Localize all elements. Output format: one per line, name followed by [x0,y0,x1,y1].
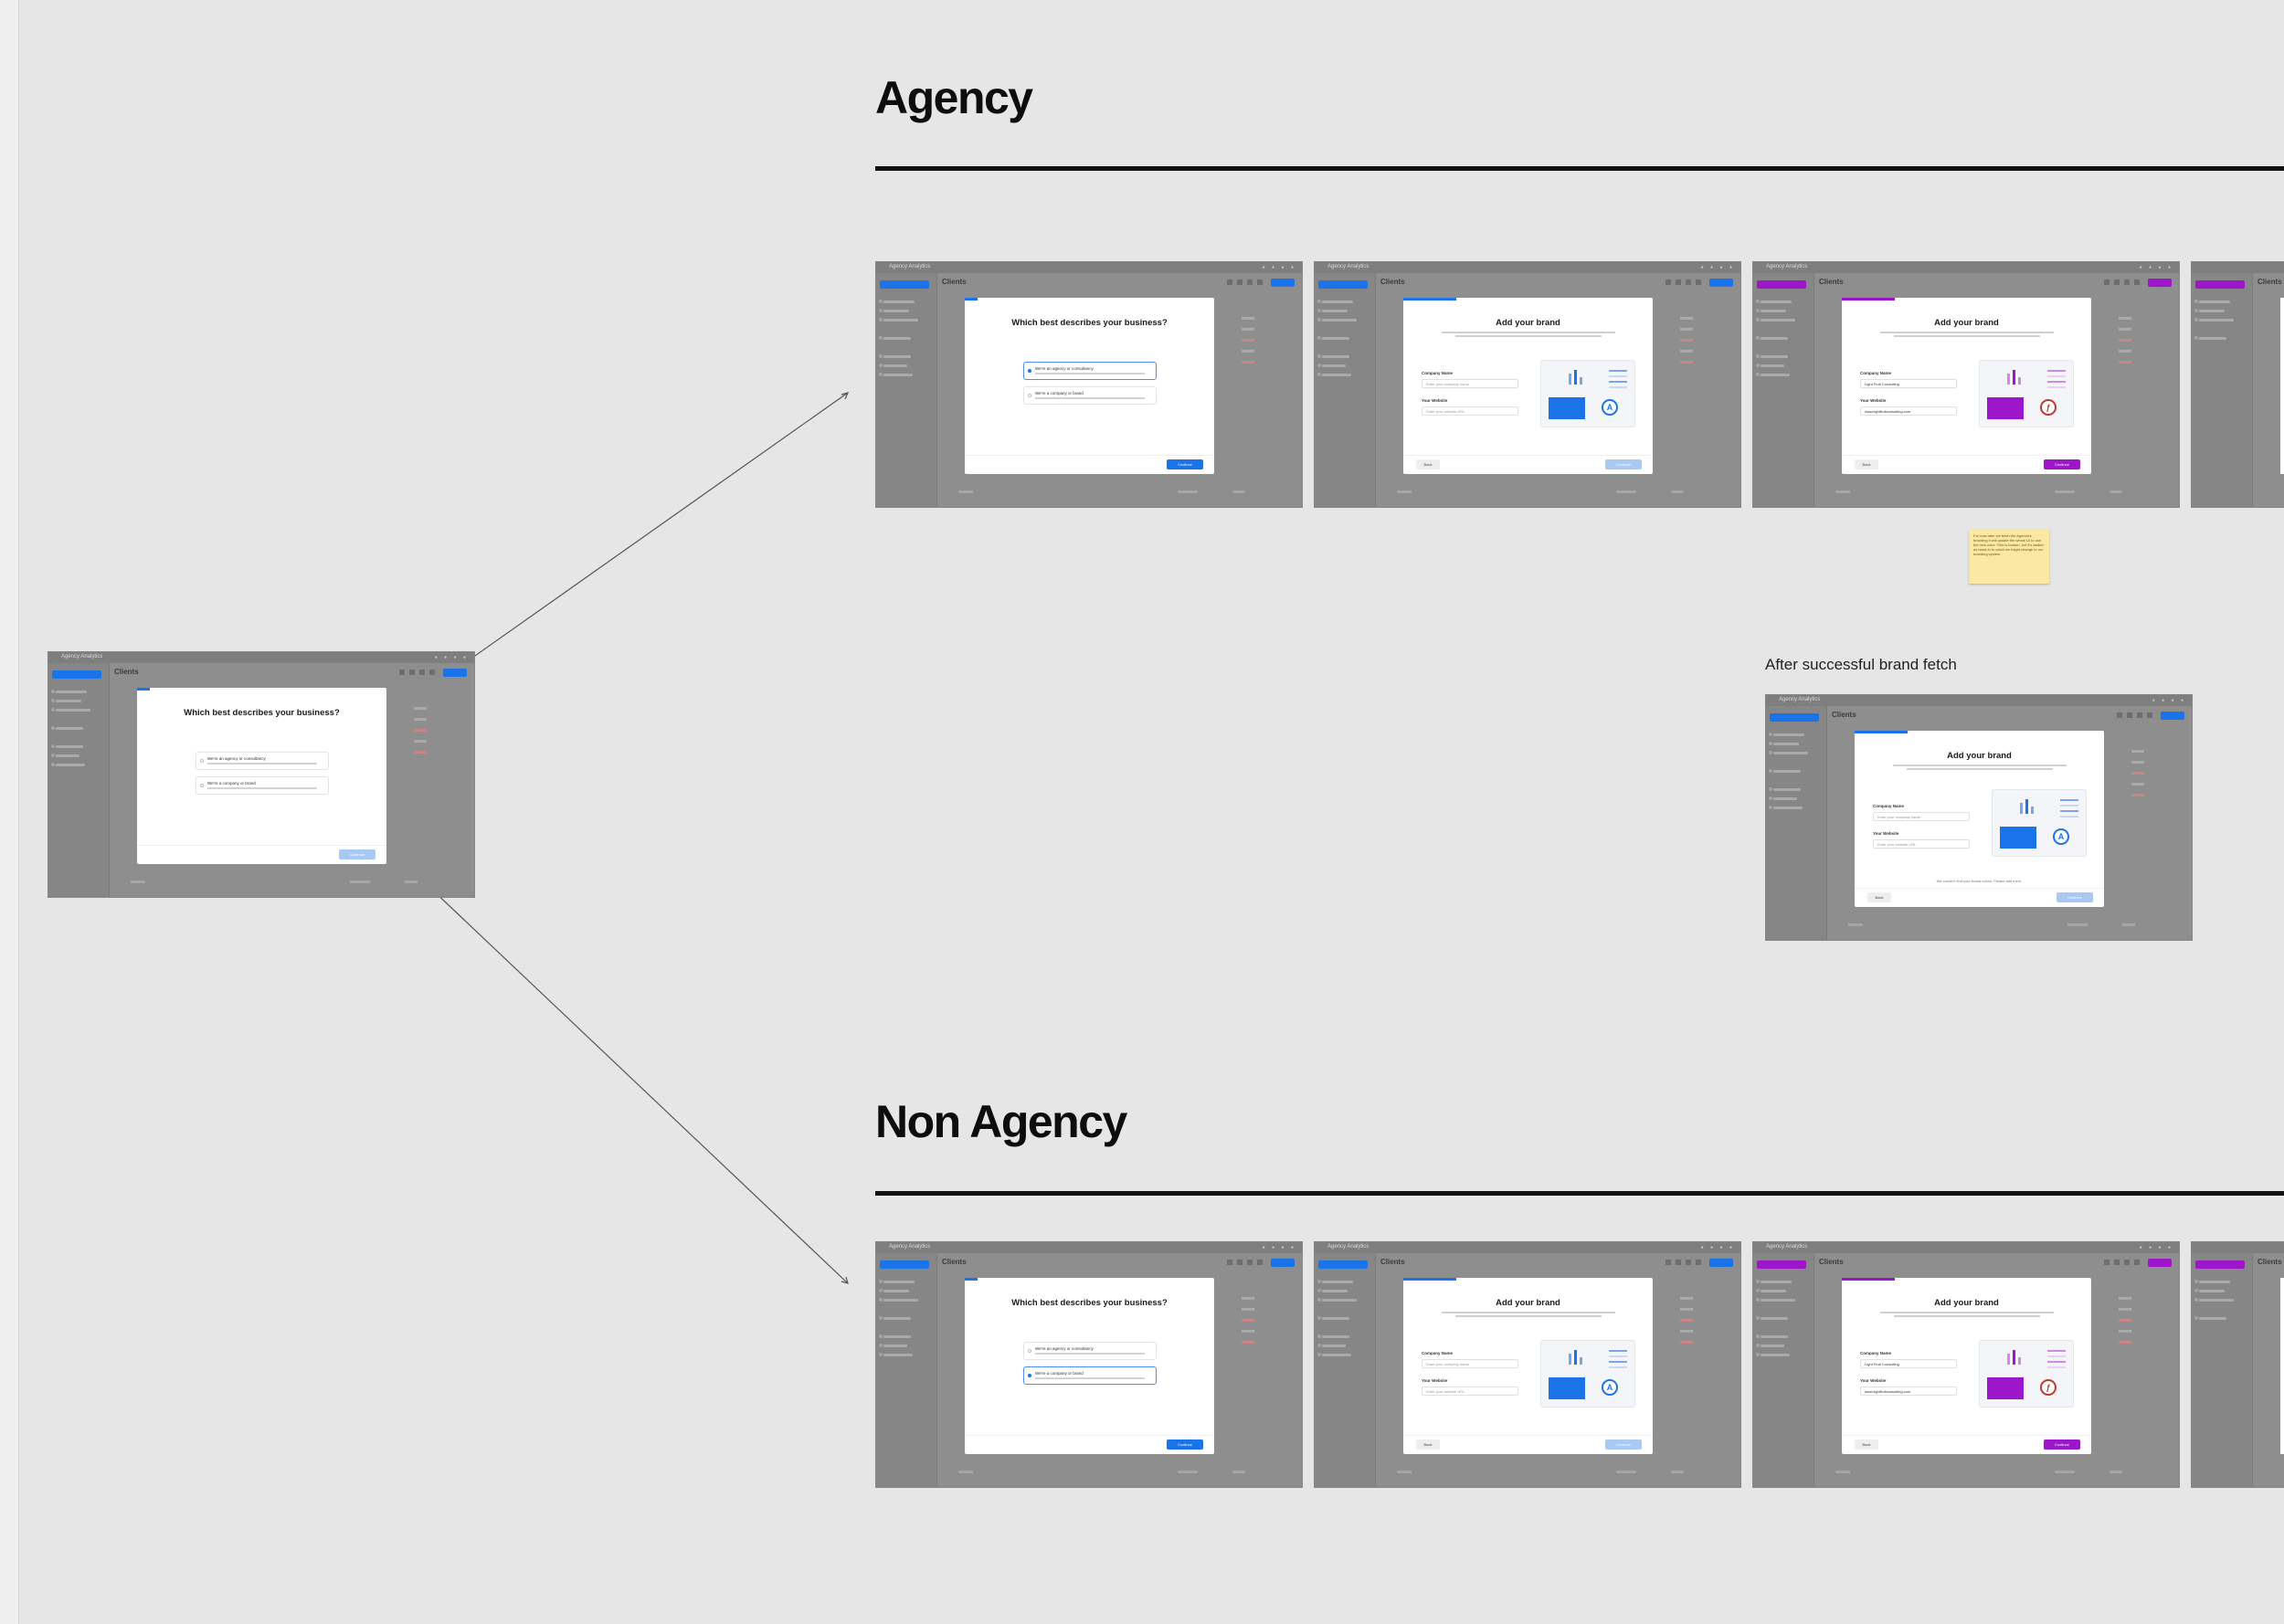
back-button[interactable]: Back [1416,1439,1440,1450]
back-button[interactable]: Back [1416,459,1440,469]
business-type-modal: Which best describes your business? We'r… [965,298,1214,474]
after-fetch-screen[interactable]: Agency Analytics● ● ● ● Clients Add your… [1765,694,2193,941]
company-name-input[interactable]: Light Fruit Consulting [1860,379,1957,388]
website-input[interactable]: Enter your website URL [1873,839,1970,849]
business-type-modal: Which best describes your business? We'r… [965,1278,1214,1454]
company-name-input[interactable]: Enter your company name [1422,379,1518,388]
website-input[interactable]: Enter your website URL [1422,406,1518,416]
non-agency-step1-screen[interactable]: Agency Analytics● ● ● ● Clients Which be… [875,1241,1303,1488]
non-agency-step4-screen[interactable]: Clients [2191,1241,2284,1488]
arrowhead-agency [841,392,850,400]
company-name-input[interactable]: Light Fruit Consulting [1860,1359,1957,1368]
top-action-button[interactable] [443,669,467,677]
option-agency[interactable]: We're an agency or consultancy [196,752,329,770]
company-name-input[interactable]: Enter your company name [1873,812,1970,821]
continue-button[interactable]: Continue [1167,459,1203,469]
option-business[interactable]: We're a company or brand [1023,1366,1157,1385]
sticky-note[interactable]: For now after we fetch the Agencies bran… [1969,530,2049,584]
agency-step3-screen[interactable]: Agency Analytics● ● ● ● Clients Add your… [1752,261,2180,508]
company-name-input[interactable]: Enter your company name [1422,1359,1518,1368]
toolbar-icons[interactable] [399,670,436,675]
brand-preview-illustration: A [1540,360,1635,427]
arrowhead-non-agency [841,1276,849,1284]
non-agency-step2-screen[interactable]: Agency Analytics● ● ● ● Clients Add your… [1314,1241,1741,1488]
website-input[interactable]: Enter your website URL [1422,1387,1518,1396]
website-input[interactable]: www.lightfruitconsulting.com [1860,406,1957,416]
window-title: Agency Analytics [61,654,103,659]
add-brand-modal: Add your brand Company Name Light Fruit … [1842,298,2091,474]
continue-button[interactable]: Continue [2044,459,2080,469]
continue-button[interactable]: Continue [1605,459,1642,469]
agency-section-rule [875,166,2284,171]
brand-preview-illustration: A [1992,789,2087,857]
brand-preview-illustration: ƒ [1979,1340,2074,1408]
window-titlebar: Agency Analytics● ● ● ● [48,652,474,663]
modal-title: Which best describes your business? [184,708,340,718]
brand-preview-illustration: A [1540,1340,1635,1408]
source-screen[interactable]: Agency Analytics● ● ● ● Clients Which be… [48,651,475,898]
back-button[interactable]: Back [1855,459,1878,469]
add-brand-modal: Add your brand Company Name Enter your c… [1403,298,1653,474]
after-fetch-caption: After successful brand fetch [1765,656,1957,673]
continue-button[interactable]: Continue [2044,1439,2080,1450]
non-agency-section-title: Non Agency [875,1096,1127,1147]
option-business[interactable]: We're a company or brand [196,776,329,795]
back-button[interactable]: Back [1867,892,1891,902]
continue-button[interactable]: Continue [1605,1439,1642,1450]
canvas-left-strip [0,0,19,1624]
business-type-modal: Which best describes your business? We'r… [137,688,386,864]
agency-step4-screen[interactable]: Clients [2191,261,2284,508]
sidebar [48,663,110,897]
option-agency[interactable]: We're an agency or consultancy [1023,362,1157,380]
continue-button[interactable]: Continue [1167,1439,1203,1450]
back-button[interactable]: Back [1855,1439,1878,1450]
sticky-note-text: For now after we fetch the Agencies bran… [1973,533,2044,556]
fetch-hint: We couldn't find your brand colors. Plea… [1936,879,2023,883]
agency-step1-screen[interactable]: Agency Analytics● ● ● ● Clients Which be… [875,261,1303,508]
option-agency[interactable]: We're an agency or consultancy [1023,1342,1157,1360]
add-brand-modal: Add your brand Company Name Enter your c… [1855,731,2104,907]
sidebar-primary-button[interactable] [52,670,101,679]
non-agency-section-rule [875,1191,2284,1196]
option-business[interactable]: We're a company or brand [1023,386,1157,405]
agency-section-title: Agency [875,72,1033,123]
continue-button[interactable]: Continue [2057,892,2093,902]
continue-button[interactable]: Continue [339,849,375,859]
add-brand-modal: Add your brand Company Name Light Fruit … [1842,1278,2091,1454]
brand-preview-illustration: ƒ [1979,360,2074,427]
website-input[interactable]: www.lightfruitconsulting.com [1860,1387,1957,1396]
agency-step2-screen[interactable]: Agency Analytics● ● ● ● Clients Add your… [1314,261,1741,508]
non-agency-step3-screen[interactable]: Agency Analytics● ● ● ● Clients Add your… [1752,1241,2180,1488]
add-brand-modal: Add your brand Company Name Enter your c… [1403,1278,1653,1454]
page-title: Clients [114,668,139,676]
